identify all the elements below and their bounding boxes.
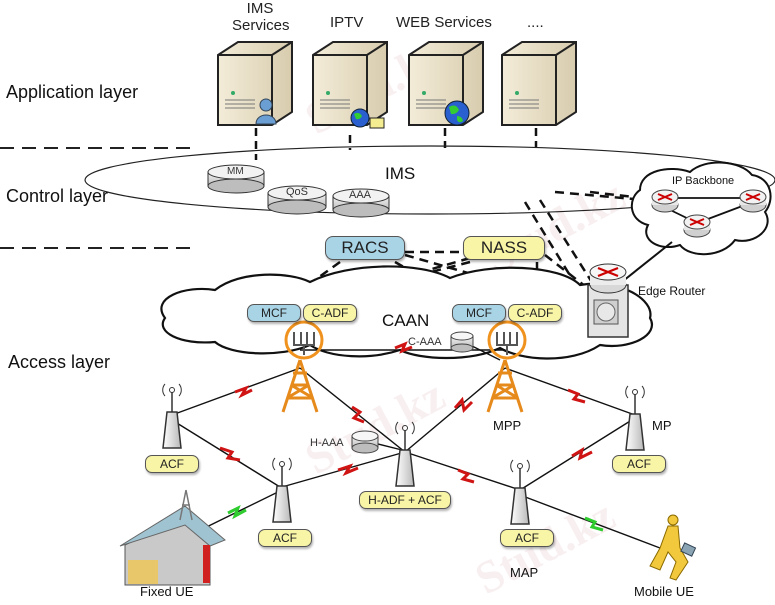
- caan-label: CAAN: [382, 311, 430, 330]
- antenna-ring: [487, 320, 527, 360]
- service-ims-links: [254, 128, 538, 160]
- globe-badge-icon: [444, 100, 470, 126]
- server-icon: [501, 41, 577, 126]
- fixed-ue-label: Fixed UE: [140, 584, 194, 599]
- access-point-icon: [395, 421, 415, 487]
- ims-label: IMS: [385, 164, 416, 183]
- mp-label: MP: [652, 418, 672, 433]
- control-layer-label: Control layer: [6, 186, 109, 206]
- edge-router-label: Edge Router: [638, 284, 706, 298]
- tower-icon: [486, 359, 524, 413]
- access-point-icon: [625, 385, 645, 451]
- acf-box: ACF: [145, 455, 199, 473]
- application-layer-label: Application layer: [6, 82, 139, 102]
- access-point-icon: [162, 383, 182, 449]
- service-label-ims: IMS Services: [232, 0, 290, 34]
- ip-backbone-label: IP Backbone: [672, 175, 735, 187]
- h-aaa-label: H-AAA: [310, 437, 344, 449]
- ims-db-label-qos: QoS: [286, 186, 309, 198]
- ims-database-aaa: [332, 188, 390, 218]
- server-icon: [217, 41, 293, 126]
- edge-backbone-link: [617, 241, 673, 286]
- access-point-icon: [272, 457, 292, 523]
- service-label-iptv: IPTV: [330, 14, 364, 31]
- server-icon: [312, 41, 388, 126]
- user-badge-icon: [255, 98, 277, 125]
- router-icon: [651, 189, 679, 213]
- ims-db-label-mm: MM: [227, 166, 244, 177]
- fixed-ue-house-icon: [119, 489, 226, 586]
- ims-ellipse: [84, 145, 775, 215]
- ims-database-qos: [267, 185, 327, 215]
- c-aaa-label: C-AAA: [408, 336, 442, 348]
- ip-backbone-cloud: [630, 161, 772, 256]
- nass-box: NASS: [463, 236, 545, 260]
- mcf-box-right: MCF: [452, 304, 506, 322]
- map-label: MAP: [510, 565, 539, 580]
- globe-badge-icon: [350, 108, 385, 129]
- tower-icon: [281, 359, 319, 413]
- backbone-routers: [651, 189, 767, 238]
- access-point-icon: [510, 459, 530, 525]
- mobile-ue-person-icon: [649, 514, 697, 581]
- acf-box: ACF: [612, 455, 666, 473]
- mpp-label: MPP: [493, 418, 522, 433]
- c-adf-box-left: C-ADF: [303, 304, 357, 322]
- wireless-zigzags: [219, 341, 593, 484]
- ims-db-label-aaa: AAA: [349, 189, 372, 201]
- ims-database-mm: [207, 164, 265, 194]
- acf-box: ACF: [258, 529, 312, 547]
- mobile-ue-label: Mobile UE: [634, 584, 694, 599]
- antenna-ring: [284, 320, 324, 360]
- mcf-box-left: MCF: [247, 304, 301, 322]
- edge-router-icon: [587, 263, 629, 338]
- c-adf-box-right: C-ADF: [508, 304, 562, 322]
- access-layer-label: Access layer: [8, 352, 111, 372]
- service-label-more: ....: [527, 14, 544, 31]
- router-icon: [739, 189, 767, 213]
- service-label-line: IMS: [246, 0, 274, 17]
- service-label-line: Services: [232, 17, 290, 34]
- ue-wireless-zigzags: [227, 504, 604, 532]
- racs-box: RACS: [325, 236, 405, 260]
- acf-box: ACF: [500, 529, 554, 547]
- h-aaa-database-icon: [351, 430, 379, 454]
- c-aaa-database-icon: [450, 331, 474, 353]
- service-label-web: WEB Services: [396, 14, 492, 31]
- h-adf-acf-box: H-ADF + ACF: [359, 491, 451, 509]
- router-icon: [683, 214, 711, 238]
